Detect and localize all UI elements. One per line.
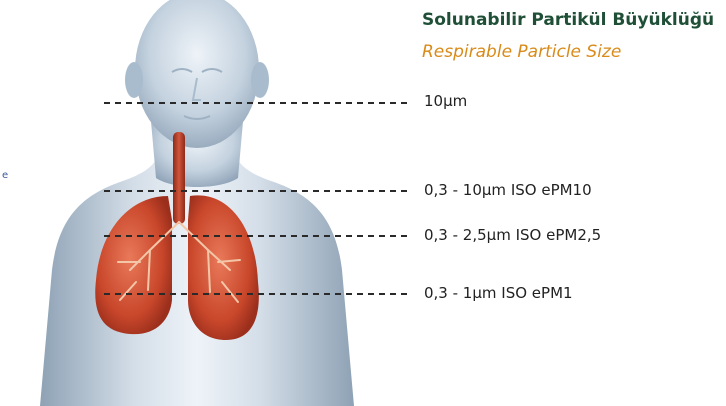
edge-fragment-text: e <box>2 170 8 181</box>
title-english: Respirable Particle Size <box>422 42 621 62</box>
level-label-epm1: 0,3 - 1µm ISO ePM1 <box>424 284 573 302</box>
level-label-10um: 10µm <box>424 92 467 110</box>
level-label-epm2-5: 0,3 - 2,5µm ISO ePM2,5 <box>424 226 601 244</box>
trachea <box>173 132 185 224</box>
title-turkish: Solunabilir Partikül Büyüklüğü <box>422 10 714 30</box>
level-label-epm10: 0,3 - 10µm ISO ePM10 <box>424 181 592 199</box>
